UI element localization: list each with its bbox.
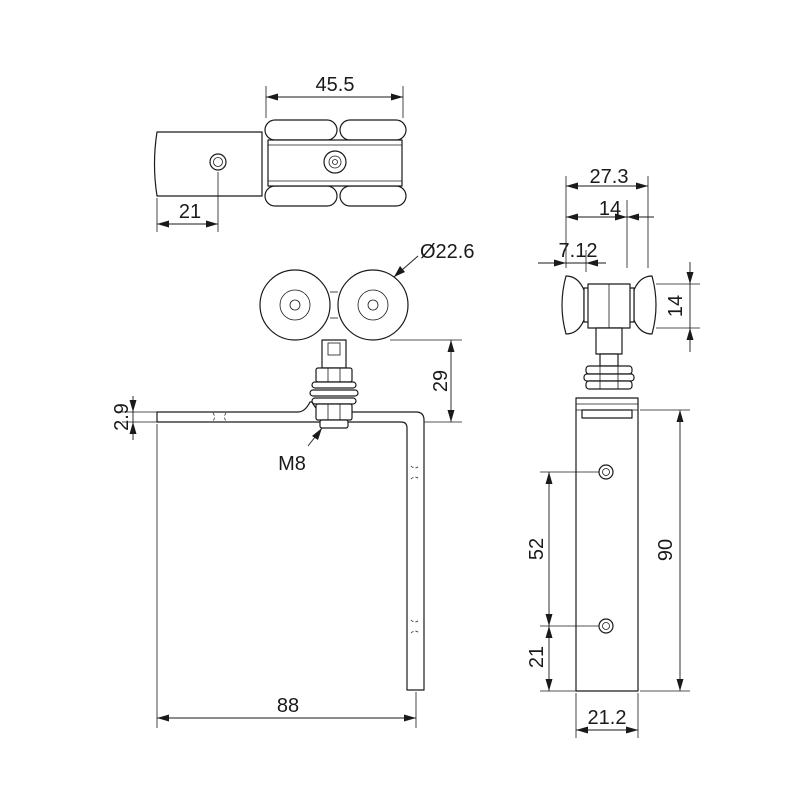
dim-side-half: 14 bbox=[599, 198, 621, 220]
top-view-bolt bbox=[323, 150, 347, 174]
top-view-plate bbox=[153, 131, 263, 197]
side-view-wheel-right bbox=[633, 275, 657, 335]
side-view-wheel-left bbox=[561, 275, 585, 335]
dim-plate-thickness: 2.9 bbox=[111, 403, 133, 431]
top-view-wheel bbox=[339, 185, 407, 207]
front-view-wheel-left bbox=[259, 269, 331, 341]
front-view: Ø22.6 M8 29 2.9 88 bbox=[111, 241, 474, 728]
top-view-wheel bbox=[339, 119, 407, 141]
side-view: 27.3 14 7.12 14 52 21 bbox=[526, 166, 700, 738]
dim-wheel-diameter: Ø22.6 bbox=[420, 241, 474, 263]
dim-hole-offset: 21 bbox=[526, 646, 548, 668]
dim-hole-spacing: 52 bbox=[526, 538, 548, 560]
dim-top-offset: 21 bbox=[179, 201, 201, 223]
front-view-nut-lower bbox=[315, 403, 353, 421]
front-view-stem bbox=[321, 339, 347, 369]
dim-bracket-height: 90 bbox=[655, 539, 677, 561]
top-view-wheel bbox=[264, 185, 338, 207]
dim-bracket-depth: 21.2 bbox=[588, 707, 627, 729]
dim-side-width: 27.3 bbox=[590, 166, 629, 188]
side-view-bracket bbox=[575, 397, 639, 692]
dim-stem-height: 29 bbox=[430, 370, 452, 392]
dim-bolt: M8 bbox=[278, 453, 306, 475]
dim-side-offset: 7.12 bbox=[559, 240, 598, 262]
front-view-bracket bbox=[156, 401, 425, 691]
dim-top-width: 45.5 bbox=[316, 74, 355, 96]
top-view: 45.5 21 bbox=[153, 74, 407, 232]
front-view-nut-upper bbox=[315, 367, 353, 383]
dim-side-wheel-height: 14 bbox=[665, 295, 687, 317]
top-view-hole bbox=[209, 153, 227, 171]
front-view-wheel-right bbox=[337, 269, 409, 341]
top-view-carriage bbox=[267, 139, 403, 187]
dim-bracket-width: 88 bbox=[277, 695, 299, 717]
top-view-wheel bbox=[264, 119, 338, 141]
